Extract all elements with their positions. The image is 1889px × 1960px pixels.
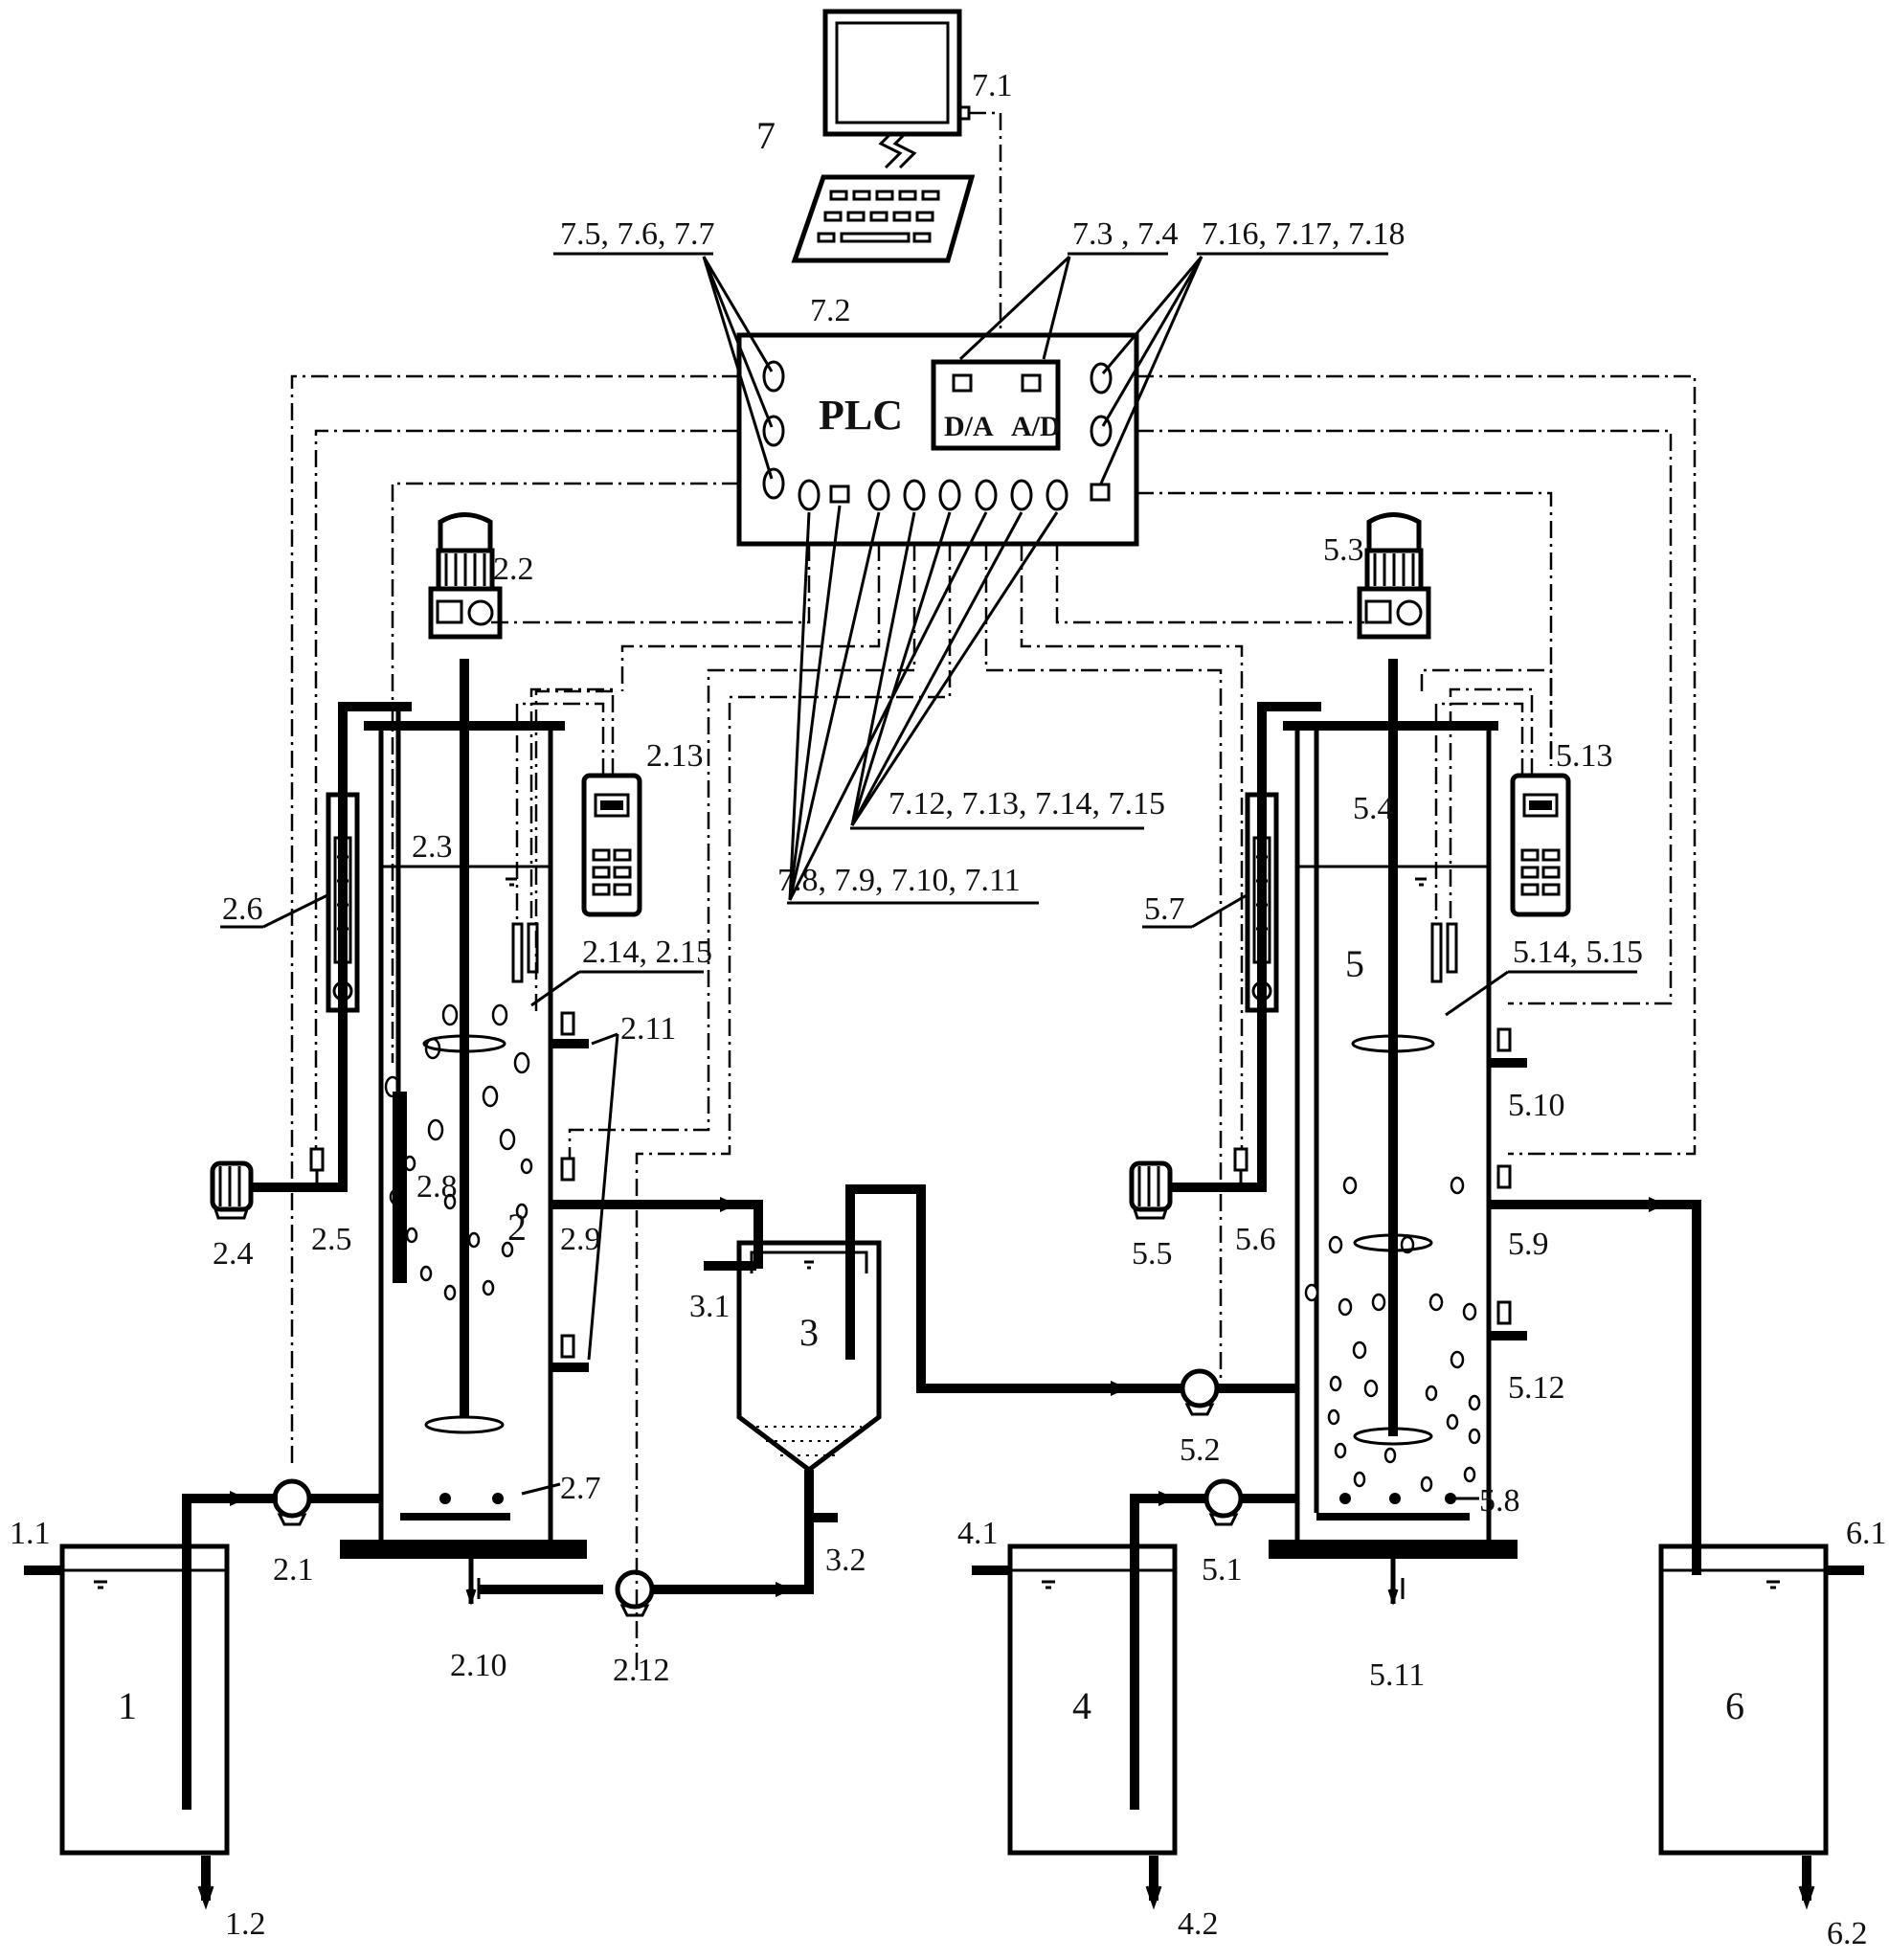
label-drain-5-11: 5.11	[1369, 1657, 1425, 1693]
label-aerator-5-8: 5.8	[1479, 1483, 1520, 1519]
label-valve-2-11: 2.11	[620, 1011, 676, 1047]
tank-6	[1658, 1543, 1829, 1910]
label-pump-2-1: 2.1	[273, 1552, 314, 1588]
label-group-7-5: 7.5, 7.6, 7.7	[560, 216, 715, 252]
pump-2-1	[272, 1478, 312, 1526]
plc-title: PLC	[819, 392, 903, 439]
label-valve-5-12: 5.12	[1508, 1370, 1565, 1406]
drain-valve-5-11	[1387, 1559, 1405, 1606]
label-tank-1: 1	[118, 1684, 137, 1727]
tank-1	[59, 1543, 230, 1910]
label-tank-6-out: 6.2	[1827, 1916, 1868, 1951]
da-converter: D/A	[944, 411, 994, 442]
label-stirrer-5-4: 5.4	[1353, 791, 1394, 826]
label-pump-5-1: 5.1	[1202, 1552, 1243, 1588]
label-outlet-2-9: 2.9	[560, 1222, 601, 1257]
motor-5-3-icon	[1357, 512, 1431, 640]
pump-2-12	[615, 1569, 655, 1617]
label-aerator-2-7: 2.7	[560, 1471, 601, 1506]
label-pump-2-12: 2.12	[613, 1653, 670, 1688]
motor-2-2-icon	[428, 512, 503, 640]
label-tank-4-out: 4.2	[1178, 1906, 1219, 1942]
valve-5-10	[1489, 1027, 1527, 1068]
label-tank-4-in: 4.1	[957, 1516, 999, 1551]
label-tank-6: 6	[1725, 1684, 1744, 1727]
label-tank-1-in: 1.1	[10, 1516, 51, 1551]
label-valve-2-5: 2.5	[311, 1222, 352, 1257]
probes-2-14-icon	[511, 922, 539, 983]
label-drain-2-10: 2.10	[450, 1648, 507, 1683]
probes-5-14-icon	[1430, 922, 1458, 983]
valve-2-5	[309, 1147, 325, 1187]
label-reactor-5: 5	[1345, 942, 1364, 985]
label-probes-2-14: 2.14, 2.15	[582, 935, 712, 970]
label-tank-1-out: 1.2	[225, 1906, 266, 1942]
computer-icon	[791, 9, 976, 263]
label-tank-4: 4	[1072, 1684, 1091, 1727]
meter-2-13-icon	[581, 773, 642, 917]
label-group-7-3: 7.3 , 7.4	[1072, 216, 1179, 252]
valve-5-6	[1233, 1147, 1248, 1187]
blower-5-5-icon	[1129, 1160, 1173, 1220]
label-group-7-8: 7.8, 7.9, 7.10, 7.11	[777, 863, 1021, 898]
label-tank-6-in: 6.1	[1846, 1516, 1887, 1551]
flowmeter-5-7	[1245, 792, 1279, 1013]
label-reactor-2: 2	[507, 1205, 527, 1249]
label-motor-5-3: 5.3	[1323, 532, 1364, 568]
label-group-7-12: 7.12, 7.13, 7.14, 7.15	[888, 786, 1165, 822]
label-probes-5-14: 5.14, 5.15	[1513, 935, 1643, 970]
label-monitor: 7.1	[972, 68, 1013, 103]
drain-valve-2-10	[465, 1559, 481, 1606]
outlet-5-9	[1496, 1164, 1512, 1189]
pump-5-2	[1180, 1368, 1220, 1416]
valve-2-11	[551, 1011, 589, 1372]
label-plc: 7.2	[810, 293, 851, 328]
label-pipe-2-8: 2.8	[416, 1169, 458, 1205]
pump-5-1	[1203, 1478, 1244, 1526]
label-outlet-5-9: 5.9	[1508, 1227, 1549, 1262]
flowmeter-2-6	[326, 792, 360, 1013]
label-meter-5-13: 5.13	[1556, 738, 1613, 774]
valve-5-12	[1489, 1300, 1527, 1340]
label-meter-2-13: 2.13	[646, 738, 704, 774]
blower-2-4-icon	[210, 1160, 254, 1220]
label-flowmeter-5-7: 5.7	[1144, 891, 1185, 927]
reactor-2	[340, 659, 587, 1559]
tank-4	[1007, 1543, 1178, 1910]
label-settler-3-1: 3.1	[689, 1289, 731, 1324]
label-settler-3-2: 3.2	[825, 1543, 866, 1578]
label-blower-5-5: 5.5	[1132, 1236, 1173, 1272]
label-computer: 7	[756, 114, 776, 157]
label-pump-5-2: 5.2	[1180, 1432, 1221, 1468]
label-motor-2-2: 2.2	[493, 552, 534, 587]
meter-5-13-icon	[1510, 773, 1571, 917]
label-valve-5-6: 5.6	[1235, 1222, 1276, 1257]
label-settler-3: 3	[799, 1311, 819, 1354]
reactor-5	[1269, 659, 1518, 1559]
label-flowmeter-2-6: 2.6	[222, 891, 263, 927]
outlet-2-9	[560, 1157, 575, 1182]
plc-controller: PLC D/A A/D	[736, 332, 1139, 547]
label-blower-2-4: 2.4	[213, 1236, 254, 1272]
label-valve-5-10: 5.10	[1508, 1088, 1565, 1123]
ad-converter: A/D	[1011, 411, 1061, 442]
settler-3	[736, 1240, 882, 1474]
label-stirrer-2-3: 2.3	[412, 829, 453, 865]
label-group-7-16: 7.16, 7.17, 7.18	[1202, 216, 1406, 252]
